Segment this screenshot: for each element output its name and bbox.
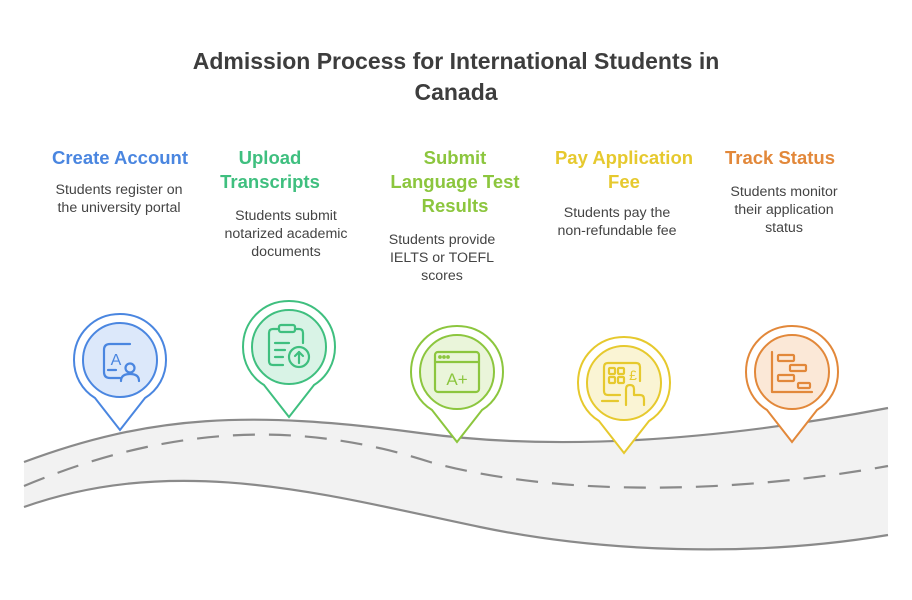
step-4-pin: £	[576, 335, 672, 455]
clipboard-upload-icon	[267, 323, 311, 369]
svg-text:A+: A+	[446, 370, 467, 389]
svg-text:£: £	[629, 367, 637, 383]
step-5-description: Students monitor their application statu…	[730, 184, 838, 236]
step-3-title: Submit Language Test Results	[390, 147, 520, 216]
road-bottom-edge	[23, 479, 889, 551]
step-2-title: Upload Transcripts	[220, 147, 320, 192]
step-2-description: Students submit notarized academic docum…	[224, 208, 348, 260]
diagram-title: Admission Process for International Stud…	[192, 48, 720, 105]
step-4-title: Pay Application Fee	[554, 147, 694, 192]
step-1-description: Students register on the university port…	[55, 182, 183, 216]
gantt-chart-icon	[770, 350, 814, 394]
road-surface	[24, 408, 888, 550]
step-2-pin	[241, 299, 337, 419]
road-top-edge	[23, 406, 889, 464]
step-1-title: Create Account	[51, 147, 189, 168]
step-5-title: Track Status	[724, 147, 836, 168]
svg-text:A: A	[111, 352, 122, 369]
step-3-pin: A+	[409, 324, 505, 444]
step-4-description: Students pay the non-refundable fee	[557, 205, 677, 239]
payment-terminal-icon: £	[600, 361, 646, 407]
grade-a-plus-icon: A+	[433, 350, 481, 394]
account-profile-icon: A	[102, 342, 141, 383]
road-center-line	[23, 433, 889, 489]
step-1-pin: A	[72, 312, 168, 432]
step-5-pin	[744, 324, 840, 444]
step-3-description: Students provide IELTS or TOEFL scores	[388, 232, 496, 284]
